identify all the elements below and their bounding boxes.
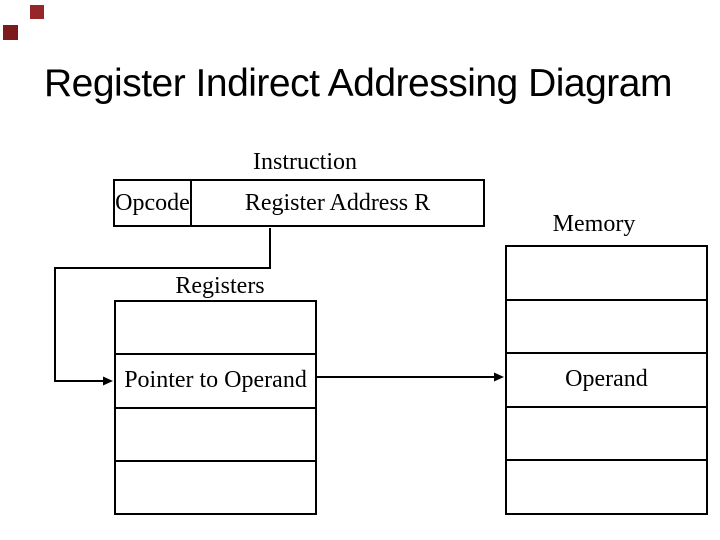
memory-row-5	[507, 461, 706, 513]
instruction-box: Opcode Register Address R	[113, 179, 485, 227]
instruction-opcode-cell: Opcode	[115, 181, 192, 225]
arrowhead-into-memory-icon	[494, 372, 504, 382]
decor-square-left	[3, 25, 18, 40]
memory-row-operand: Operand	[507, 354, 706, 408]
decor-square-top	[30, 5, 44, 19]
memory-row-4	[507, 408, 706, 462]
memory-row-2	[507, 301, 706, 355]
registers-row-4	[116, 462, 315, 513]
registers-row-3	[116, 409, 315, 462]
arrowhead-into-registers-icon	[103, 376, 113, 386]
register-to-memory-connector	[317, 372, 504, 382]
instruction-caption: Instruction	[253, 149, 357, 175]
registers-caption: Registers	[175, 273, 265, 299]
registers-row-1	[116, 302, 315, 356]
memory-caption: Memory	[552, 211, 636, 237]
instruction-register-address-cell: Register Address R	[244, 189, 431, 216]
registers-row-pointer: Pointer to Operand	[116, 355, 315, 409]
memory-row-1	[507, 247, 706, 301]
slide-title: Register Indirect Addressing Diagram	[44, 62, 672, 105]
registers-table: Pointer to Operand	[114, 300, 317, 515]
memory-table: Operand	[505, 245, 708, 515]
